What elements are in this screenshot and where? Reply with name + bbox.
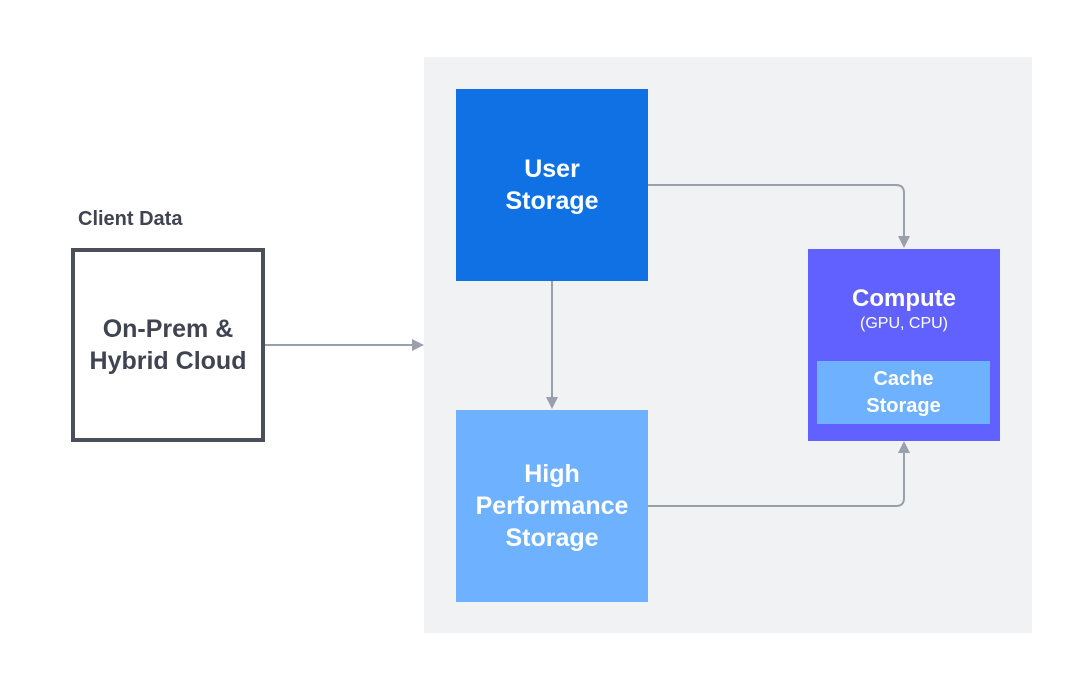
client-box-label-line1: On-Prem & (102, 315, 234, 343)
client-box-label-line2: Hybrid Cloud (89, 347, 247, 375)
compute-subtitle: (GPU, CPU) (860, 315, 948, 332)
user-storage-label-line2: Storage (505, 187, 599, 215)
hp-storage-label-line2: Performance (475, 492, 629, 520)
on-prem-hybrid-cloud-node[interactable]: On-Prem & Hybrid Cloud (71, 248, 265, 442)
user-storage-node[interactable]: User Storage (456, 89, 648, 281)
compute-title: Compute (852, 285, 956, 312)
client-data-heading: Client Data (78, 208, 183, 230)
user-storage-label-line1: User (524, 155, 580, 183)
hp-storage-label-line3: Storage (505, 524, 599, 552)
high-performance-storage-node[interactable]: High Performance Storage (456, 410, 648, 602)
cache-storage-label-line1: Cache (873, 367, 934, 390)
cache-storage-label-line2: Storage (866, 394, 941, 417)
hp-storage-label-line1: High (524, 460, 580, 488)
cache-storage-node[interactable]: Cache Storage (817, 361, 990, 424)
